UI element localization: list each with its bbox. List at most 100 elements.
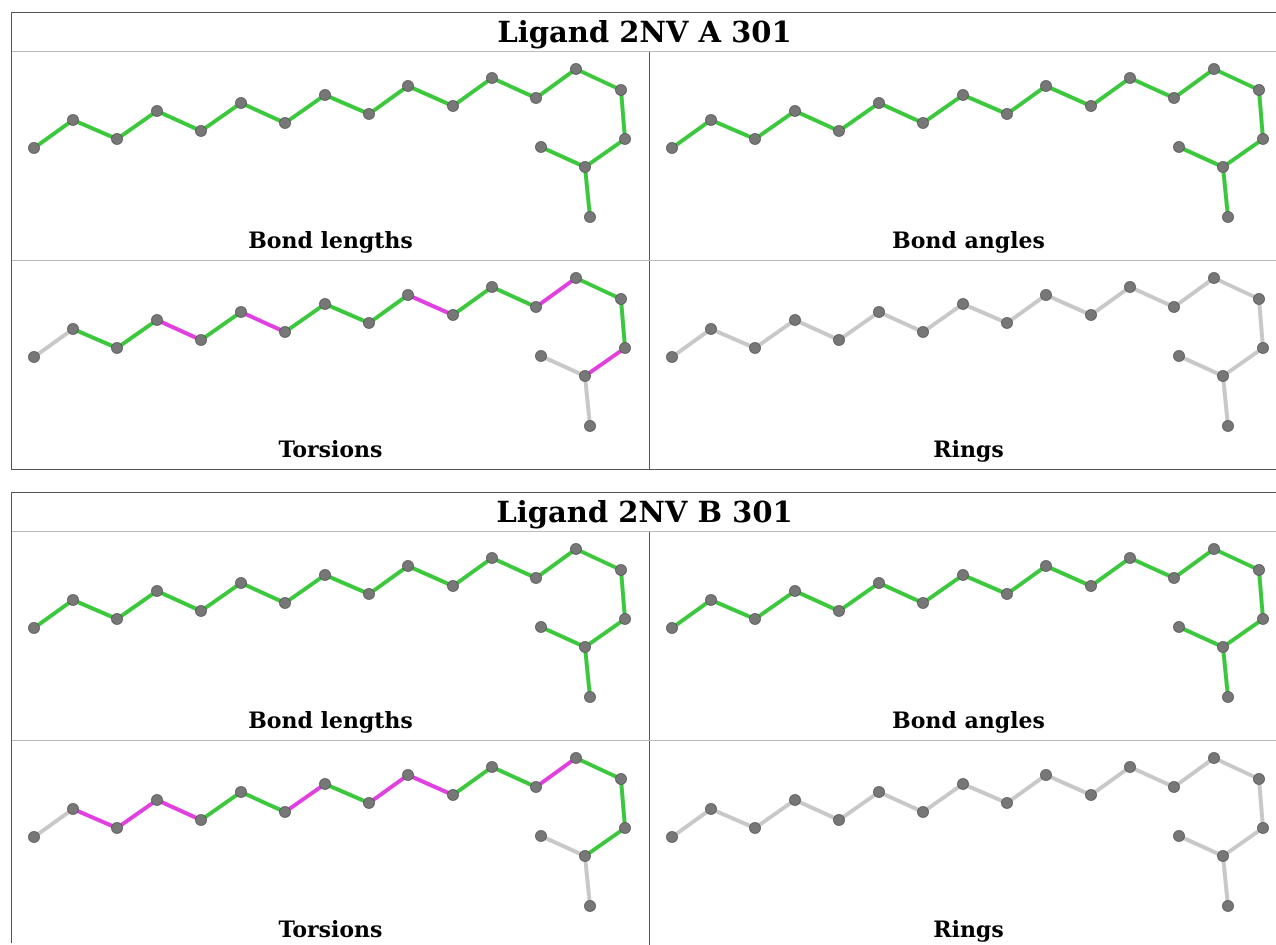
bond	[1044, 293, 1093, 317]
bond	[367, 84, 410, 116]
bond	[32, 327, 75, 359]
bond	[837, 310, 881, 342]
atom	[319, 569, 331, 581]
atom	[917, 117, 929, 129]
bond	[574, 67, 623, 92]
bond	[1221, 374, 1230, 428]
bond	[451, 76, 494, 108]
bond	[490, 765, 538, 789]
atom	[615, 84, 627, 96]
bond	[1221, 617, 1265, 649]
bond	[239, 310, 287, 334]
molecule-diagram	[28, 752, 631, 912]
bond	[670, 118, 713, 150]
atom	[1217, 161, 1229, 173]
ligand-block-b: Ligand 2NV B 301 Bond lengths Bond angle…	[11, 492, 1276, 945]
atom	[530, 92, 542, 104]
bond	[1257, 88, 1265, 141]
bond	[1172, 756, 1216, 789]
bond	[367, 293, 410, 325]
bond	[115, 589, 159, 621]
atom	[1222, 900, 1234, 912]
bond	[323, 782, 371, 805]
atom	[1040, 289, 1052, 301]
atom	[1173, 141, 1185, 153]
atom	[1085, 309, 1097, 321]
bond	[709, 327, 757, 350]
atom	[1222, 420, 1234, 432]
atom	[279, 326, 291, 338]
atom	[833, 605, 845, 617]
panel-label: Rings	[933, 437, 1004, 463]
bond	[877, 790, 925, 814]
atom	[1040, 80, 1052, 92]
atom	[67, 323, 79, 335]
panel-torsions: Torsions	[12, 261, 649, 469]
bond	[1212, 276, 1261, 301]
atom	[1001, 317, 1013, 329]
atom	[584, 420, 596, 432]
bond	[921, 93, 965, 125]
panel-label: Bond angles	[892, 708, 1045, 734]
bond	[961, 93, 1009, 116]
atom	[749, 342, 761, 354]
atom	[195, 334, 207, 346]
atom	[402, 769, 414, 781]
panel-label: Bond lengths	[248, 708, 413, 734]
bond	[1177, 354, 1225, 378]
bond	[115, 318, 159, 350]
atom	[1085, 580, 1097, 592]
atom	[1168, 781, 1180, 793]
atom	[1173, 350, 1185, 362]
divider	[12, 260, 1276, 261]
atom	[1257, 822, 1269, 834]
bond	[32, 598, 75, 630]
atom	[28, 831, 40, 843]
panel-bond-angles: Bond angles	[649, 532, 1276, 740]
bond	[619, 297, 627, 350]
atom	[28, 142, 40, 154]
panel-label: Torsions	[278, 917, 383, 943]
atom	[789, 105, 801, 117]
atom	[1124, 761, 1136, 773]
bond	[1172, 67, 1216, 100]
bond	[283, 302, 327, 334]
atom	[1257, 133, 1269, 145]
bond	[1128, 76, 1176, 100]
bond	[1005, 293, 1048, 325]
atom	[235, 577, 247, 589]
atom	[486, 72, 498, 84]
bond	[239, 790, 287, 814]
bond	[574, 756, 623, 781]
bond	[323, 302, 371, 325]
bond	[539, 625, 587, 649]
atom	[319, 298, 331, 310]
bond	[670, 807, 713, 839]
atom	[319, 778, 331, 790]
bond	[709, 598, 757, 621]
bond	[1172, 547, 1216, 580]
atom	[402, 80, 414, 92]
atom	[1222, 211, 1234, 223]
atom	[833, 334, 845, 346]
bond	[1221, 854, 1230, 908]
atom	[1173, 621, 1185, 633]
atom	[151, 585, 163, 597]
bond	[1257, 777, 1265, 830]
bond	[199, 101, 243, 133]
panel-bond-lengths: Bond lengths	[12, 532, 649, 740]
atom	[1001, 108, 1013, 120]
atom	[447, 100, 459, 112]
atom	[195, 814, 207, 826]
atom	[1085, 100, 1097, 112]
bond	[71, 327, 119, 350]
bond	[583, 826, 627, 858]
bond	[583, 374, 592, 428]
atom	[402, 289, 414, 301]
bond	[1257, 297, 1265, 350]
divider	[12, 740, 1276, 741]
atom	[1253, 773, 1265, 785]
bond	[877, 310, 925, 334]
bond	[534, 547, 578, 580]
bond	[115, 109, 159, 141]
